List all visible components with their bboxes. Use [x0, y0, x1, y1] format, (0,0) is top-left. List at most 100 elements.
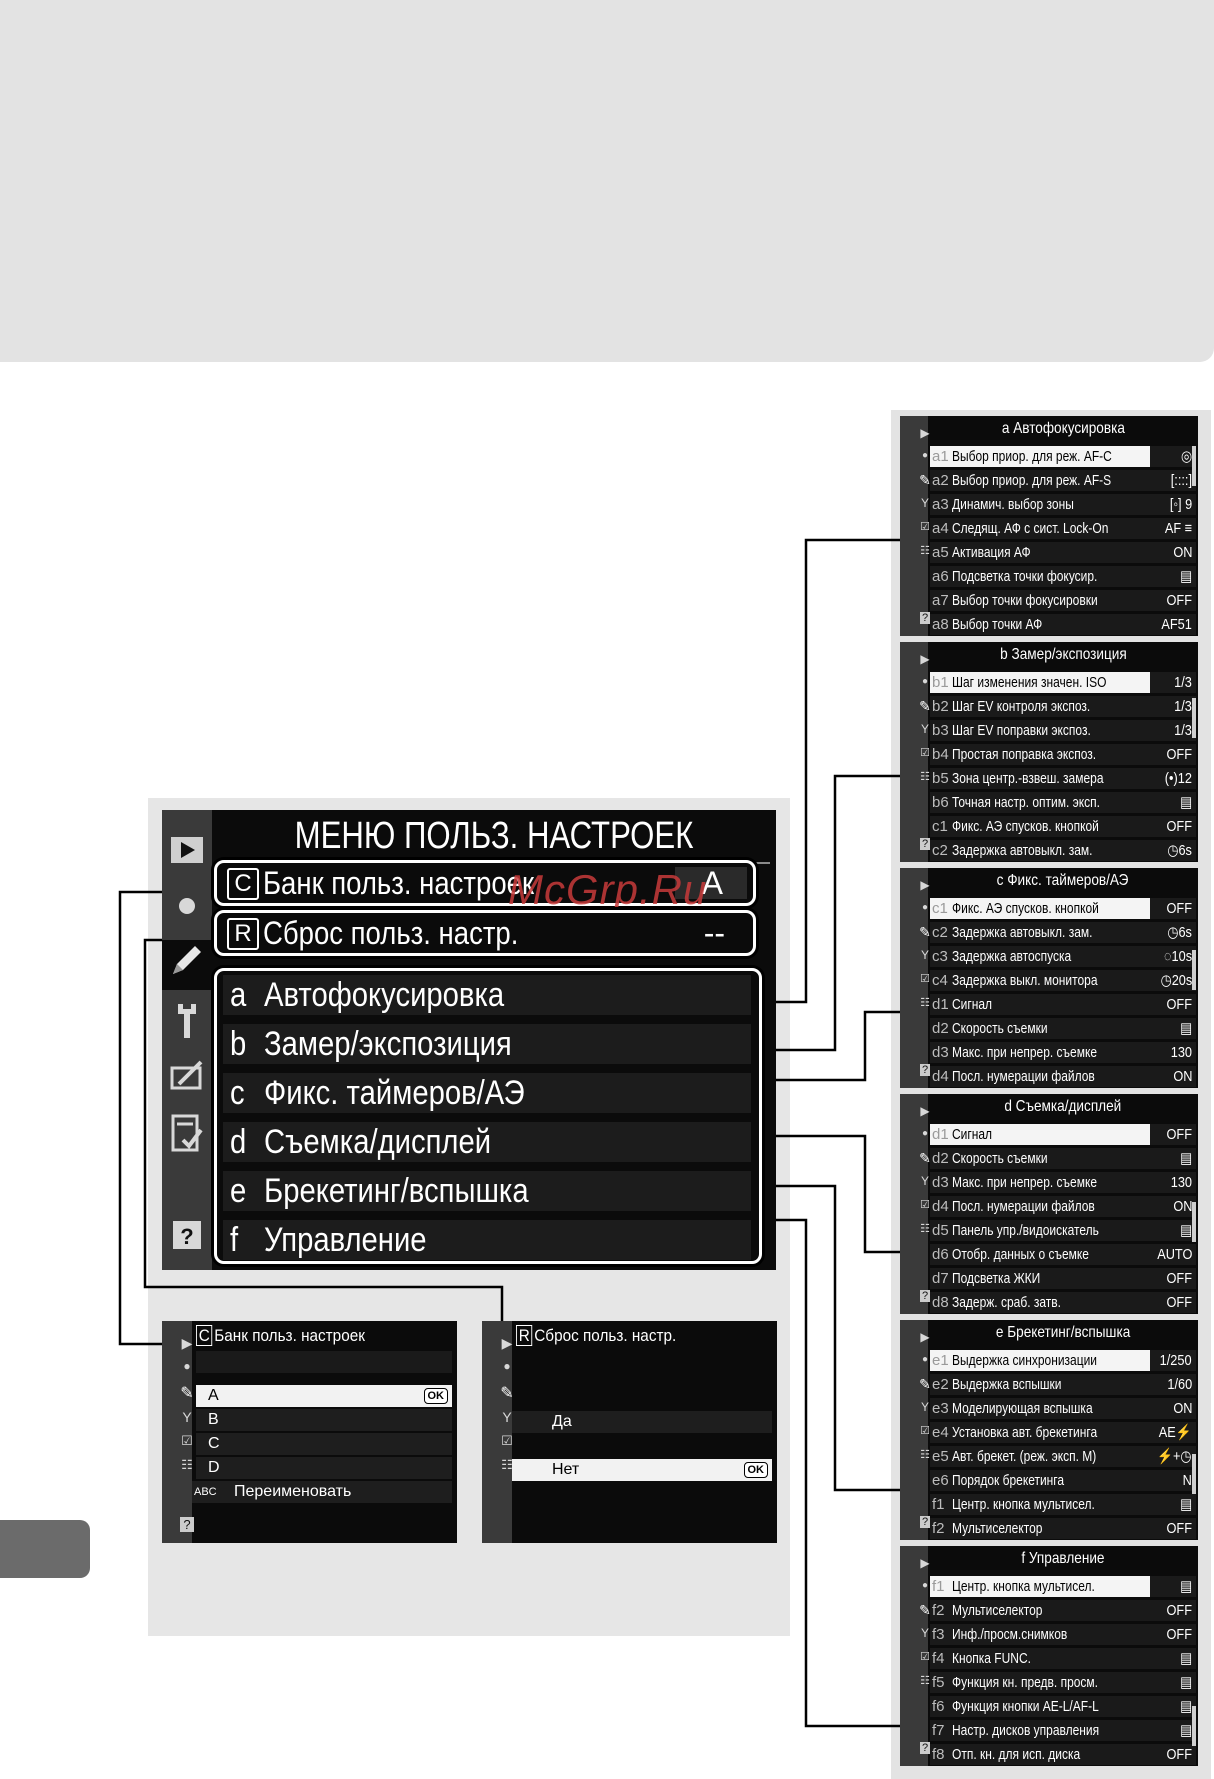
item-code: f2 [932, 1602, 945, 1619]
item-value: [::::] [1170, 472, 1192, 489]
scrollbar[interactable] [1192, 446, 1196, 486]
group-label: Автофокусировка [264, 976, 505, 1014]
retouch-icon: ☑ [181, 1433, 193, 1448]
play-icon: ▶ [920, 652, 930, 666]
rename-option[interactable]: ABC Переименовать [192, 1481, 452, 1503]
camera-icon[interactable] [162, 894, 212, 923]
item-value: ON [1172, 1400, 1192, 1417]
ok-icon: OK [743, 1462, 768, 1478]
submenu-title: a Автофокусировка [1001, 420, 1125, 437]
scrollbar[interactable] [1192, 950, 1196, 990]
item-value: OFF [1166, 1626, 1193, 1643]
my-menu-icon: ☷ [920, 1675, 930, 1687]
play-icon: ▶ [920, 1556, 930, 1570]
reset-option-yes[interactable]: Да [512, 1411, 772, 1433]
camera-icon: ● [183, 1359, 191, 1373]
group-item-b[interactable]: b Замер/экспозиция [222, 1023, 770, 1065]
group-item-d[interactable]: d Съемка/дисплей [222, 1121, 770, 1163]
scrollbar[interactable] [1192, 698, 1196, 738]
scrollbar[interactable] [1192, 1202, 1196, 1242]
reset-menu-item[interactable]: R Сброс польз. настр. -- [214, 910, 756, 956]
bank-option-b[interactable]: B [196, 1409, 452, 1431]
pencil-icon: ✎ [500, 1385, 514, 1402]
help-icon[interactable]: ? [162, 1220, 212, 1255]
group-item-f[interactable]: f Управление [222, 1219, 770, 1261]
play-icon[interactable] [162, 836, 212, 869]
bank-menu-item[interactable]: C Банк польз. настроек A [214, 860, 756, 906]
item-code: f8 [932, 1746, 945, 1763]
pencil-icon: ✎ [919, 1376, 931, 1392]
scrollbar[interactable] [1192, 1454, 1196, 1494]
retouch-icon[interactable] [162, 1060, 212, 1097]
group-item-a[interactable]: a Автофокусировка [222, 974, 770, 1016]
item-label: Отобр. данных о съемке [952, 1246, 1089, 1263]
group-item-e[interactable]: e Брекетинг/вспышка [222, 1170, 770, 1212]
wrench-icon[interactable] [162, 1000, 212, 1045]
pencil-icon: ✎ [919, 1150, 931, 1166]
my-menu-icon[interactable] [162, 1114, 212, 1159]
bank-option-d[interactable]: D [196, 1457, 452, 1479]
item-label: Фикс. АЭ спусков. кнопкой [952, 818, 1099, 835]
menu-icon-bar: ▶●✎Y☑☷? [900, 1546, 931, 1766]
item-code: b3 [932, 722, 949, 739]
pencil-icon[interactable] [162, 940, 212, 990]
item-value: ▤ [1179, 1698, 1192, 1715]
group-item-c[interactable]: c Фикс. таймеров/АЭ [222, 1072, 770, 1114]
bank-option-c[interactable]: C [196, 1433, 452, 1455]
item-code: a2 [932, 472, 949, 489]
scrollbar[interactable] [1192, 1706, 1196, 1746]
item-value: ▤ [1179, 1150, 1192, 1167]
